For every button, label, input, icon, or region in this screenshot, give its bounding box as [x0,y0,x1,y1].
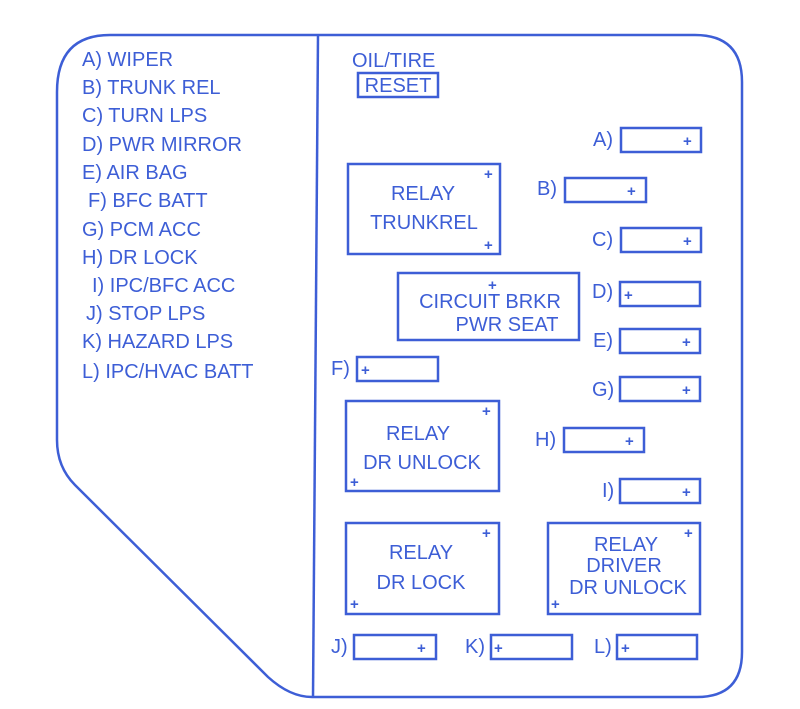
relay-dr-lock-line1: RELAY [389,542,453,564]
legend-item-d: D) PWR MIRROR [82,134,242,156]
fuse-e-plus: + [682,334,691,351]
legend-item-c: C) TURN LPS [82,105,207,127]
fuse-d-label: D) [592,281,613,303]
relay-driver-dr-unlock-box [546,521,702,616]
fuse-l-label: L) [594,636,612,658]
relay-trunk-rel-line2: TRUNKREL [370,212,478,234]
fuse-c-plus: + [683,233,692,250]
relay-driver-plus-top: + [684,525,693,542]
fuse-b-label: B) [537,178,557,200]
fuse-a-label: A) [593,129,613,151]
relay-dr-lock-box [344,521,501,616]
fuse-g-box [618,375,702,403]
fuse-f-label: F) [331,358,350,380]
relay-dr-unlock-box [344,399,501,493]
legend-item-j: J) STOP LPS [86,303,205,325]
circuit-brkr-plus: + [488,277,497,294]
legend-item-f: F) BFC BATT [88,190,208,212]
legend-item-b: B) TRUNK REL [82,77,221,99]
fuse-h-plus: + [625,433,634,450]
fuse-c-box [619,226,703,254]
relay-driver-line2: DRIVER [586,555,662,577]
circuit-brkr-line2: PWR SEAT [456,314,559,336]
reset-button-outline [356,71,440,99]
oil-tire-label: OIL/TIRE [352,50,435,72]
fuse-e-label: E) [593,330,613,352]
fuse-g-label: G) [592,379,614,401]
fuse-i-label: I) [602,480,614,502]
relay-trunk-rel-box [346,162,502,256]
fuse-i-plus: + [682,484,691,501]
relay-dr-unlock-plus-top: + [482,403,491,420]
fuse-j-box [352,633,438,661]
fuse-e-box [618,327,702,355]
relay-driver-line1: RELAY [594,534,658,556]
fuse-k-plus: + [494,640,503,657]
circuit-brkr-box [396,271,581,342]
circuit-brkr-line1: CIRCUIT BRKR [419,291,561,313]
fuse-d-plus: + [624,287,633,304]
fuse-j-plus: + [417,640,426,657]
relay-dr-unlock-line1: RELAY [386,423,450,445]
legend-item-k: K) HAZARD LPS [82,331,233,353]
fuse-f-box [355,355,440,383]
legend-item-e: E) AIR BAG [82,162,188,184]
relay-driver-line3: DR UNLOCK [569,577,687,599]
fuse-b-plus: + [627,183,636,200]
legend-item-h: H) DR LOCK [82,247,198,269]
legend-item-l: L) IPC/HVAC BATT [82,361,254,383]
panel-outline [55,33,744,699]
fuse-j-label: J) [331,636,348,658]
relay-trunk-rel-plus-top: + [484,166,493,183]
legend-item-g: G) PCM ACC [82,219,201,241]
legend-item-i: I) IPC/BFC ACC [92,275,235,297]
fuse-a-box [619,126,703,154]
relay-dr-lock-line2: DR LOCK [377,572,467,594]
fuse-c-label: C) [592,229,613,251]
fuse-h-box [562,426,646,454]
relay-dr-unlock-plus-bottom: + [350,474,359,491]
fuse-b-box [563,176,648,204]
fuse-k-box [489,633,574,661]
legend-item-a: A) WIPER [82,49,173,71]
relay-dr-lock-plus-bottom: + [350,596,359,613]
fuse-l-plus: + [621,640,630,657]
fuse-i-box [618,477,702,505]
fuse-d-box [618,280,702,308]
fuse-k-label: K) [465,636,485,658]
fuse-a-plus: + [683,133,692,150]
relay-dr-lock-plus-top: + [482,525,491,542]
relay-trunk-rel-line1: RELAY [391,183,455,205]
reset-button: RESET [365,75,432,97]
relay-trunk-rel-plus-bottom: + [484,237,493,254]
relay-driver-plus-bottom: + [551,596,560,613]
fuse-g-plus: + [682,382,691,399]
relay-dr-unlock-line2: DR UNLOCK [363,452,481,474]
panel-divider [311,34,320,698]
fuse-h-label: H) [535,429,556,451]
fuse-l-box [615,633,699,661]
fuse-f-plus: + [361,362,370,379]
